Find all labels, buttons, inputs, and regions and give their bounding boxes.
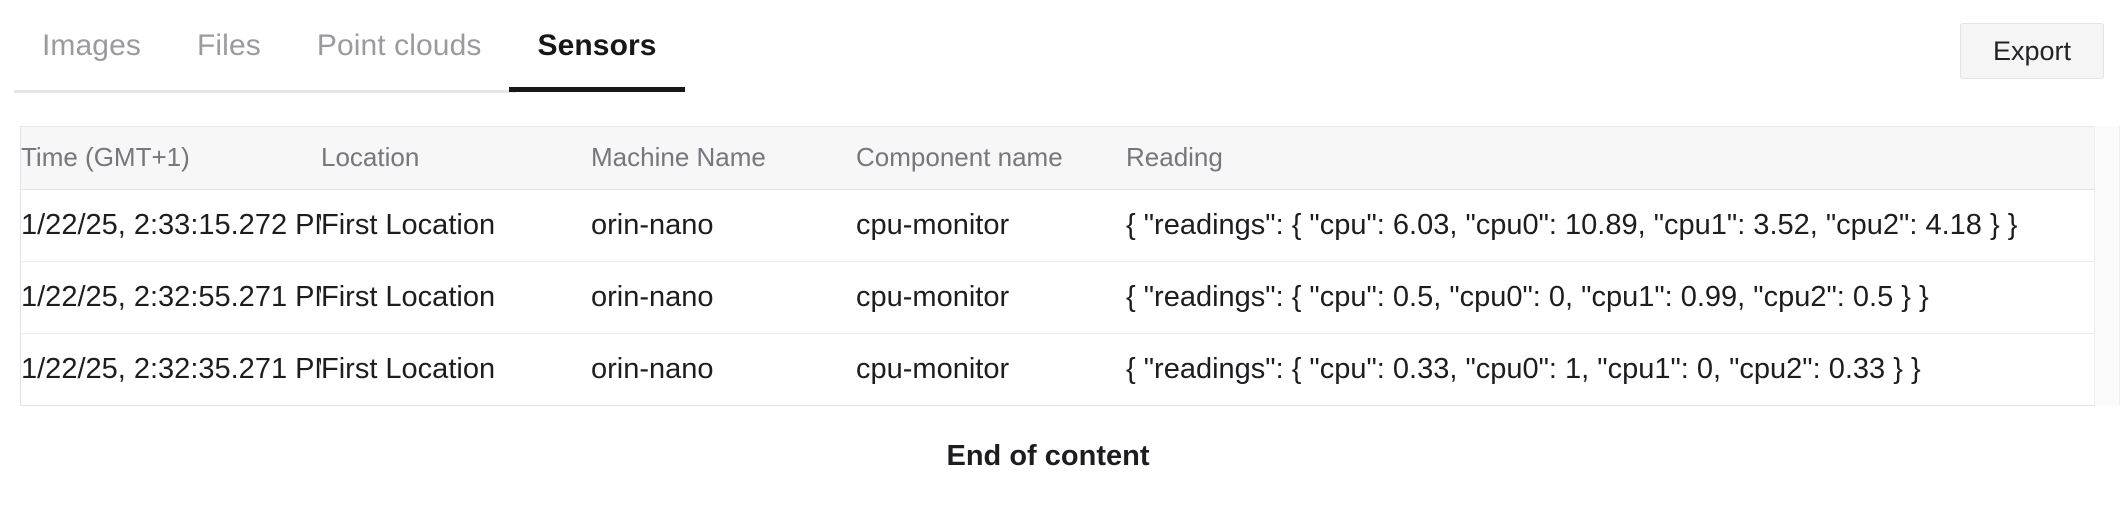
table-row[interactable]: 1/22/25, 2:33:15.272 PM First Location o… [21,189,2095,261]
cell-time: 1/22/25, 2:32:55.271 PM [21,260,321,333]
export-button-label: Export [1992,35,2072,66]
column-header-reading[interactable]: Reading [1126,127,2095,190]
sensors-table: Time (GMT+1) Location Machine Name Compo… [21,127,2095,405]
tab-point-clouds-label: Point clouds [316,29,482,62]
column-header-component-name[interactable]: Component name [856,127,1126,190]
cell-reading: { "readings": { "cpu": 6.03, "cpu0": 10.… [1126,208,2018,241]
tab-images-label: Images [42,29,141,62]
cell-location: First Location [321,260,591,333]
tab-bar-divider [14,90,516,93]
cell-component-name: cpu-monitor [856,332,1126,405]
cell-time: 1/22/25, 2:32:35.271 PM [21,332,321,405]
table-body: 1/22/25, 2:33:15.272 PM First Location o… [21,189,2095,405]
cell-machine-name: orin-nano [591,260,856,333]
cell-location: First Location [321,208,496,241]
tab-sensors[interactable]: Sensors [509,0,685,92]
tab-files-label: Files [196,29,261,62]
column-header-location[interactable]: Location [321,127,591,190]
cell-component-name: cpu-monitor [856,260,1126,333]
cell-time: 1/22/25, 2:33:15.272 PM [21,208,321,241]
tab-files[interactable]: Files [169,0,289,92]
vertical-scrollbar[interactable] [2094,126,2120,406]
end-of-content-label: End of content [946,440,1150,472]
column-header-machine-name[interactable]: Machine Name [591,127,856,190]
tab-bar: Images Files Point clouds Sensors Export [0,0,2128,94]
cell-location: First Location [321,332,591,405]
tab-sensors-label: Sensors [537,29,657,62]
tab-images[interactable]: Images [14,0,169,92]
cell-reading: { "readings": { "cpu": 0.33, "cpu0": 1, … [1126,332,2095,405]
tab-list: Images Files Point clouds Sensors [14,0,685,94]
cell-machine-name: orin-nano [591,332,856,405]
column-header-time[interactable]: Time (GMT+1) [21,127,321,190]
tab-point-clouds[interactable]: Point clouds [289,0,510,92]
table-row[interactable]: 1/22/25, 2:32:35.271 PM First Location o… [21,332,2095,405]
table-header-row: Time (GMT+1) Location Machine Name Compo… [21,127,2095,190]
cell-machine-name: orin-nano [591,208,714,241]
export-button[interactable]: Export [1960,23,2104,79]
cell-reading: { "readings": { "cpu": 0.5, "cpu0": 0, "… [1126,260,2095,333]
table-row[interactable]: 1/22/25, 2:32:55.271 PM First Location o… [21,260,2095,333]
table-header: Time (GMT+1) Location Machine Name Compo… [21,127,2095,190]
cell-component-name: cpu-monitor [856,208,1010,241]
sensors-table-container: Time (GMT+1) Location Machine Name Compo… [20,126,2096,406]
